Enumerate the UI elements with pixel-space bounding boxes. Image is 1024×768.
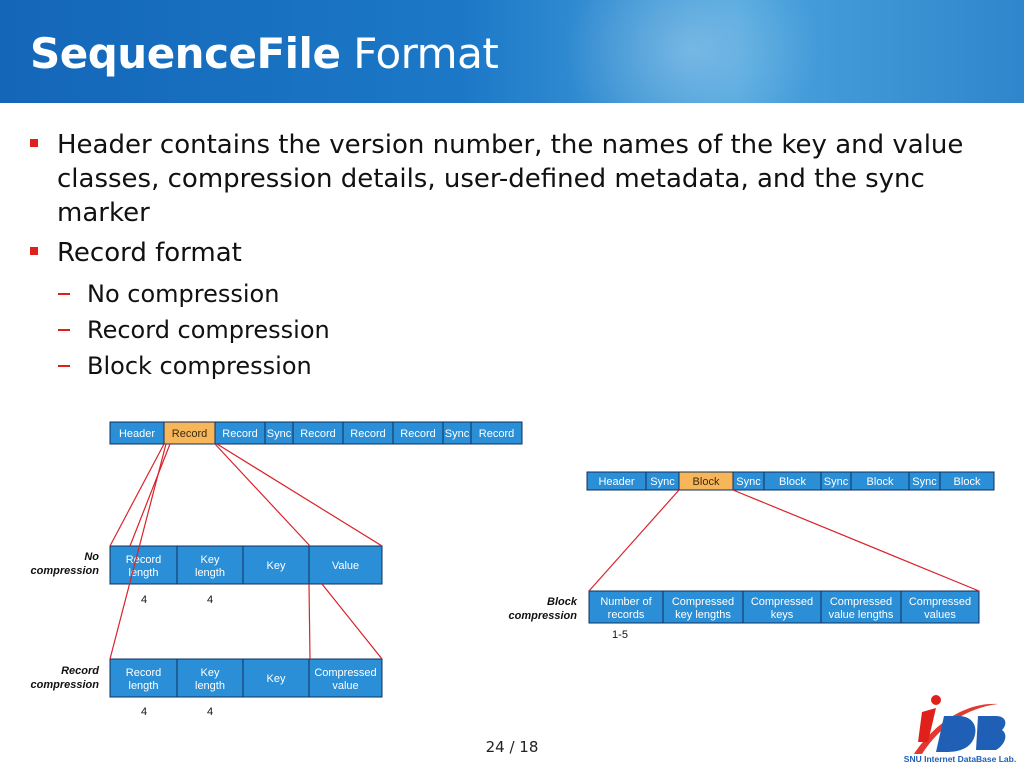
no-compression-cell-label: Key	[201, 554, 220, 566]
logo-caption: SNU Internet DataBase Lab.	[904, 754, 1016, 764]
block-layout-cell-label: Sync	[650, 476, 675, 488]
slide-header: SequenceFile Format	[0, 0, 1024, 103]
record-layout-cell-label: Sync	[445, 428, 470, 440]
no-compression-cell-label: length	[129, 567, 159, 579]
dash-icon	[58, 365, 70, 367]
block-compression-cell-label: Compressed	[751, 596, 813, 608]
record-layout-cell-label: Sync	[267, 428, 292, 440]
no-compression-cell-label: Key	[267, 560, 286, 572]
bullet-text: Record format	[57, 238, 242, 268]
connector-line	[321, 583, 383, 660]
block-compression-cell-label: value lengths	[829, 609, 894, 621]
no-compression-size: 4	[207, 594, 213, 606]
block-layout-cell-label: Header	[598, 476, 634, 488]
block-layout-cell-label: Block	[867, 476, 894, 488]
bullet-list: Header contains the version number, the …	[30, 128, 970, 384]
sub-bullet-item: No compression	[30, 276, 970, 312]
no-compression-cell	[242, 545, 310, 585]
record-layout-cell-label: Record	[400, 428, 435, 440]
block-layout-cell	[939, 471, 995, 491]
record-compression-size: 4	[207, 706, 213, 718]
block-layout-cell-label: Sync	[824, 476, 849, 488]
block-compression-label: Block	[547, 596, 578, 608]
block-compression-cell-label: Number of	[600, 596, 652, 608]
no-compression-cell	[308, 545, 383, 585]
block-compression-cell	[742, 590, 822, 624]
block-compression-cell-label: keys	[771, 609, 794, 621]
block-layout-cell-label: Block	[693, 476, 720, 488]
dash-icon	[58, 329, 70, 331]
record-compression-cell-label: Key	[267, 673, 286, 685]
no-compression-cell-label: length	[195, 567, 225, 579]
bullet-item: Header contains the version number, the …	[30, 128, 970, 230]
page-number: 24 / 18	[485, 738, 539, 756]
block-compression-cell-label: Compressed	[909, 596, 971, 608]
block-compression-label: compression	[509, 610, 578, 622]
no-compression-cell-label: Record	[126, 554, 161, 566]
connector-line	[216, 443, 383, 547]
record-compression-cell	[242, 658, 310, 698]
title-rest: Format	[353, 29, 499, 78]
record-compression-cell-label: length	[195, 680, 225, 692]
record-layout-cell-label: Record	[300, 428, 335, 440]
block-layout-cell-label: Sync	[912, 476, 937, 488]
record-layout-cell-label: Record	[222, 428, 257, 440]
connector-line	[588, 489, 680, 592]
dash-icon	[58, 293, 70, 295]
sub-bullet-item: Record compression	[30, 312, 970, 348]
bullet-item: Record format	[30, 236, 970, 270]
bullet-text: Header contains the version number, the …	[57, 130, 964, 228]
block-layout-cell-label: Block	[779, 476, 806, 488]
record-compression-cell-label: Record	[126, 667, 161, 679]
block-layout-cell-label: Sync	[736, 476, 761, 488]
no-compression-cell	[176, 545, 244, 585]
connector-line	[109, 443, 167, 660]
header-glow	[560, 0, 820, 103]
record-compression-cell-label: Compressed	[314, 667, 376, 679]
record-compression-label: Record	[61, 665, 99, 677]
record-compression-cell-label: length	[129, 680, 159, 692]
record-layout-cell-label: Header	[119, 428, 155, 440]
sub-bullet-text: Record compression	[87, 316, 330, 344]
no-compression-label: compression	[31, 565, 100, 577]
record-layout-cell-label: Record	[350, 428, 385, 440]
bullet-square-icon	[30, 247, 38, 255]
block-compression-cell-label: Compressed	[830, 596, 892, 608]
connector-line	[214, 443, 311, 547]
record-compression-cell	[308, 658, 383, 698]
no-compression-size: 4	[141, 594, 147, 606]
block-compression-cell-label: values	[924, 609, 956, 621]
record-compression-cell	[176, 658, 244, 698]
connector-line	[129, 443, 171, 547]
record-layout-cell-label: Record	[479, 428, 514, 440]
record-compression-cell-label: Key	[201, 667, 220, 679]
record-layout-cell	[470, 421, 523, 445]
sub-bullet-text: No compression	[87, 280, 280, 308]
block-compression-size: 1-5	[612, 629, 628, 641]
record-compression-cell-label: value	[332, 680, 358, 692]
block-compression-cell-label: key lengths	[675, 609, 731, 621]
title-bold: SequenceFile	[30, 29, 341, 78]
record-compression-label: compression	[31, 679, 100, 691]
sub-bullet-text: Block compression	[87, 352, 312, 380]
block-compression-cell-label: records	[608, 609, 645, 621]
record-layout-cell-label: Record	[172, 428, 207, 440]
block-layout-cell-label: Block	[954, 476, 981, 488]
no-compression-cell-label: Value	[332, 560, 359, 572]
bullet-square-icon	[30, 139, 38, 147]
record-compression-size: 4	[141, 706, 147, 718]
no-compression-label: No	[84, 551, 99, 563]
block-compression-cell	[588, 590, 664, 624]
connector-line	[308, 583, 311, 660]
connector-line	[109, 443, 165, 547]
connector-line	[732, 489, 980, 592]
sub-bullet-item: Block compression	[30, 348, 970, 384]
idb-logo: SNU Internet DataBase Lab.	[904, 695, 1016, 764]
block-compression-cell-label: Compressed	[672, 596, 734, 608]
slide-title: SequenceFile Format	[30, 29, 499, 78]
no-compression-cell	[109, 545, 178, 585]
block-compression-cell	[900, 590, 980, 624]
